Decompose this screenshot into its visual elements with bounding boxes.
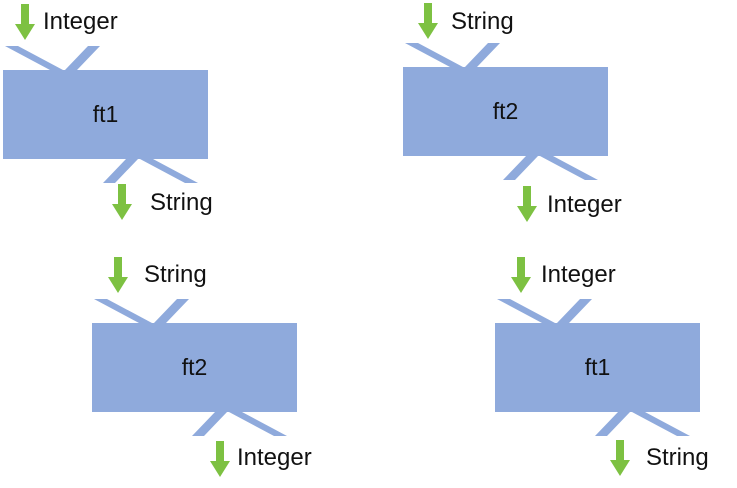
input-funnel-right-strip <box>557 299 592 323</box>
input-type-label: Integer <box>541 261 616 288</box>
input-type-label: String <box>144 261 207 288</box>
function-block-title: ft2 <box>492 98 519 124</box>
output-funnel-right-strip <box>632 412 690 436</box>
down-arrow-icon <box>15 4 35 45</box>
input-type-label: String <box>451 8 514 35</box>
block-body <box>92 323 297 412</box>
input-funnel-left-strip <box>405 43 463 67</box>
block-body <box>495 323 700 412</box>
output-type-label: Integer <box>237 444 312 471</box>
function-block-title: ft1 <box>584 354 611 380</box>
function-block-shape <box>495 299 701 442</box>
output-funnel-left-strip <box>595 412 630 436</box>
function-block-shape <box>403 43 609 186</box>
output-funnel-left-strip <box>503 156 538 180</box>
input-funnel-left-strip <box>94 299 152 323</box>
down-arrow-icon <box>108 257 128 298</box>
down-arrow-icon <box>210 441 230 482</box>
input-funnel-left-strip <box>5 46 63 70</box>
input-funnel-right-strip <box>465 43 500 67</box>
block-body <box>403 67 608 156</box>
down-arrow-icon <box>610 440 630 481</box>
down-arrow-icon <box>511 257 531 298</box>
output-type-label: String <box>646 444 709 471</box>
output-funnel-right-strip <box>229 412 287 436</box>
output-type-label: String <box>150 189 213 216</box>
output-type-label: Integer <box>547 191 622 218</box>
output-funnel-right-strip <box>540 156 598 180</box>
function-block-title: ft1 <box>92 101 119 127</box>
input-type-label: Integer <box>43 8 118 35</box>
output-funnel-right-strip <box>140 159 198 183</box>
input-funnel-left-strip <box>497 299 555 323</box>
down-arrow-icon <box>112 184 132 225</box>
output-funnel-left-strip <box>192 412 227 436</box>
input-funnel-right-strip <box>154 299 189 323</box>
down-arrow-icon <box>517 186 537 227</box>
input-funnel-right-strip <box>65 46 100 70</box>
function-block-shape <box>3 46 209 189</box>
down-arrow-icon <box>418 3 438 44</box>
function-block-title: ft2 <box>181 354 208 380</box>
function-block-shape <box>92 299 298 442</box>
block-body <box>3 70 208 159</box>
output-funnel-left-strip <box>103 159 138 183</box>
